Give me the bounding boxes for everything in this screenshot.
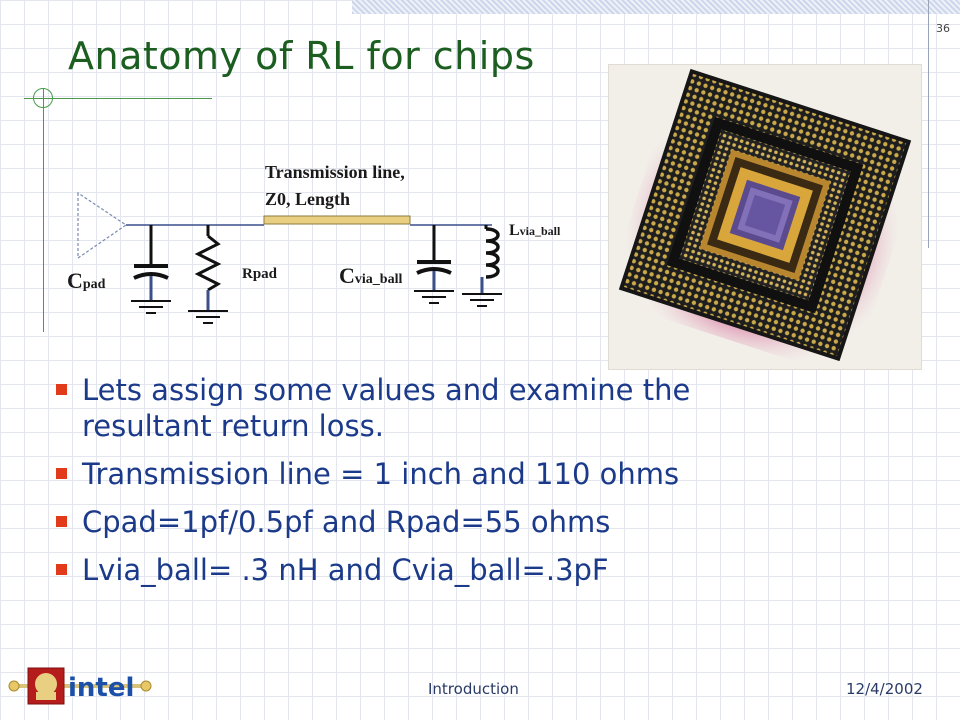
- cvia-label: Cvia_ball: [339, 263, 402, 289]
- bullet-text: Cpad=1pf/0.5pf and Rpad=55 ohms: [82, 505, 611, 539]
- bullet-item: Lvia_ball= .3 nH and Cvia_ball=.3pF: [54, 552, 814, 588]
- cpad-label-sub: pad: [82, 277, 106, 292]
- cvia-label-main: C: [339, 263, 355, 288]
- bullet-text: Lets assign some values and examine the …: [82, 373, 691, 443]
- lvia-label-sub: via_ball: [519, 224, 561, 238]
- cvia-capacitor-symbol: [414, 225, 454, 304]
- chip-body: [618, 68, 912, 362]
- chip-package-illustration: [603, 61, 929, 380]
- bullet-marker-icon: [56, 564, 67, 575]
- footer-section-title: Introduction: [428, 680, 519, 698]
- lvia-inductor-symbol: [462, 225, 502, 307]
- tline-label-line2: Z0, Length: [265, 189, 351, 209]
- right-margin-rule: [928, 0, 929, 248]
- cpad-label: Cpad: [67, 268, 105, 294]
- top-decorative-band: [352, 0, 960, 14]
- bullet-item: Cpad=1pf/0.5pf and Rpad=55 ohms: [54, 504, 814, 540]
- cpad-capacitor-symbol: [131, 225, 171, 314]
- circuit-schematic: [77, 191, 502, 324]
- cpad-label-main: C: [67, 268, 83, 293]
- rpad-resistor-symbol: [188, 225, 228, 324]
- intel-logo: intel: [8, 667, 152, 705]
- rpad-label: Rpad: [242, 266, 278, 282]
- slide-number: 36: [936, 22, 950, 35]
- bullet-list: Lets assign some values and examine the …: [54, 372, 814, 600]
- bullet-marker-icon: [56, 516, 67, 527]
- cvia-label-sub: via_ball: [354, 272, 403, 287]
- lvia-label: Lvia_ball: [509, 222, 560, 240]
- intel-logo-wordmark: intel: [68, 673, 134, 703]
- tline-label-line1: Transmission line,: [265, 162, 405, 182]
- lvia-label-main: L: [509, 222, 520, 239]
- bullet-text: Transmission line = 1 inch and 110 ohms: [82, 457, 680, 491]
- chip-package-photo: [603, 61, 929, 380]
- bullet-text: Lvia_ball= .3 nH and Cvia_ball=.3pF: [82, 553, 609, 587]
- bullet-marker-icon: [56, 384, 67, 395]
- slide-title: Anatomy of RL for chips: [68, 34, 535, 78]
- bullet-item: Lets assign some values and examine the …: [54, 372, 814, 444]
- driver-buffer-symbol: [77, 191, 128, 260]
- crosshair-circle: [33, 88, 53, 108]
- footer-date: 12/4/2002: [846, 680, 923, 698]
- transmission-line-symbol: [263, 215, 411, 225]
- crosshair-vertical: [43, 88, 44, 332]
- crosshair-horizontal: [24, 98, 212, 99]
- bullet-item: Transmission line = 1 inch and 110 ohms: [54, 456, 814, 492]
- bullet-marker-icon: [56, 468, 67, 479]
